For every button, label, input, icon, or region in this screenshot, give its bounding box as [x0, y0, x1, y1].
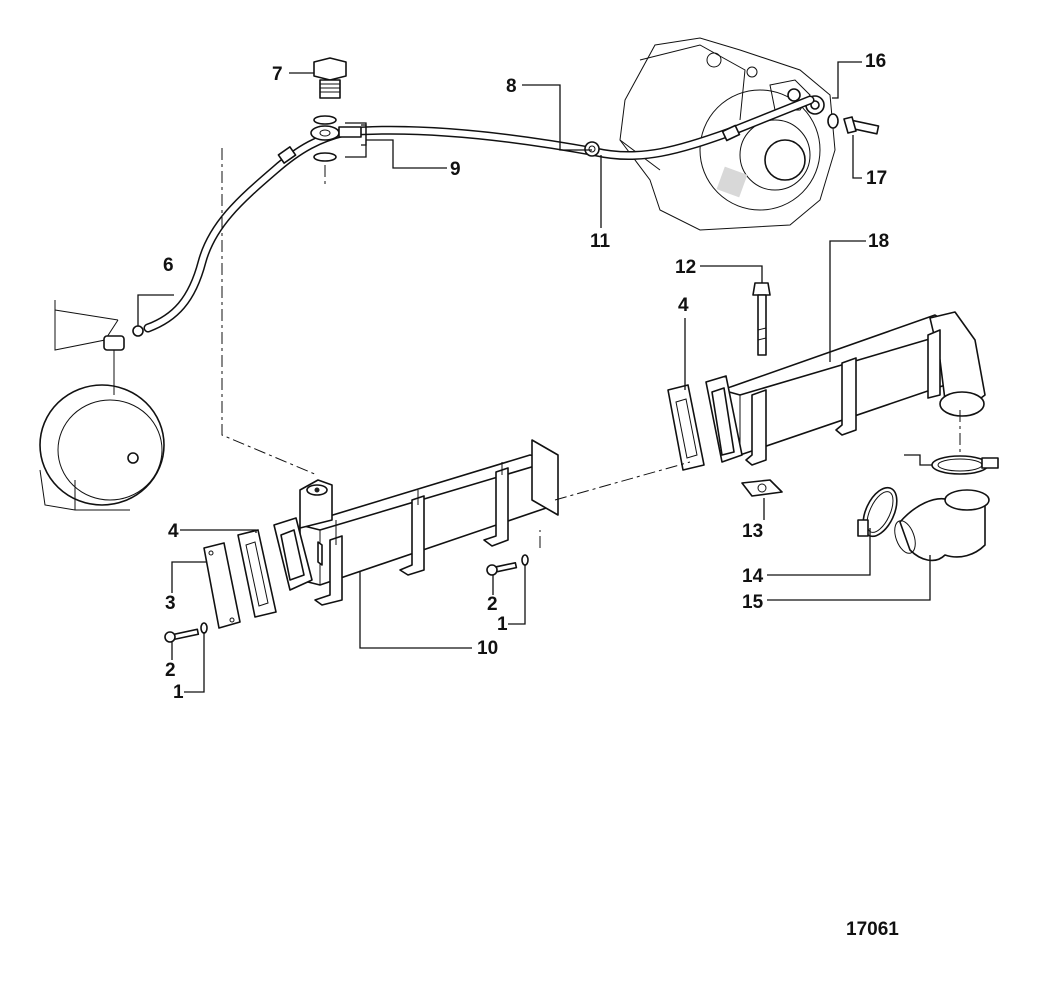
hose-clamp-18 — [931, 455, 999, 475]
callout-10: 11 — [590, 231, 611, 252]
callout-8: 9 — [450, 159, 461, 180]
callout-12: 13 — [742, 521, 763, 542]
screw-and-washer-left — [164, 554, 529, 643]
bolt-11 — [752, 282, 771, 356]
banjo-fitting — [310, 57, 362, 162]
callout-16: 17 — [866, 168, 887, 189]
gasket-right — [667, 384, 705, 471]
callout-2-left: 2 — [165, 660, 176, 681]
callout-1-left: 1 — [173, 682, 184, 703]
callout-15: 16 — [865, 51, 886, 72]
callout-7: 8 — [506, 76, 517, 97]
cover-plate-and-gasket-left — [203, 529, 277, 629]
callout-3: 3 — [165, 593, 176, 614]
engine-cover-illustration — [39, 300, 165, 511]
callout-14: 15 — [742, 592, 764, 613]
hose-clamp-13 — [857, 486, 898, 538]
callout-1-right: 1 — [497, 614, 508, 635]
callout-5: 6 — [163, 255, 174, 276]
exhaust-manifold-right — [705, 311, 986, 466]
callout-2-right: 2 — [487, 594, 498, 615]
leader-lines — [137, 61, 932, 693]
callout-labels: 7 8 9 6 11 16 17 12 18 4 13 14 15 4 3 2 … — [163, 51, 889, 703]
alignment-lines — [221, 148, 961, 548]
callout-17: 18 — [868, 231, 889, 252]
elbow-hose — [894, 489, 990, 562]
exhaust-manifold-left — [273, 439, 559, 606]
callout-11: 12 — [675, 257, 696, 278]
bolt-16 — [827, 113, 880, 135]
gasket-12 — [741, 479, 783, 497]
water-hose — [132, 95, 815, 337]
callout-4-left: 4 — [168, 521, 179, 542]
figure-number: 17061 — [846, 919, 899, 940]
callout-6: 7 — [272, 64, 283, 85]
callout-4-right: 4 — [678, 295, 689, 316]
callout-9: 10 — [477, 638, 498, 659]
callout-13: 14 — [742, 566, 764, 587]
